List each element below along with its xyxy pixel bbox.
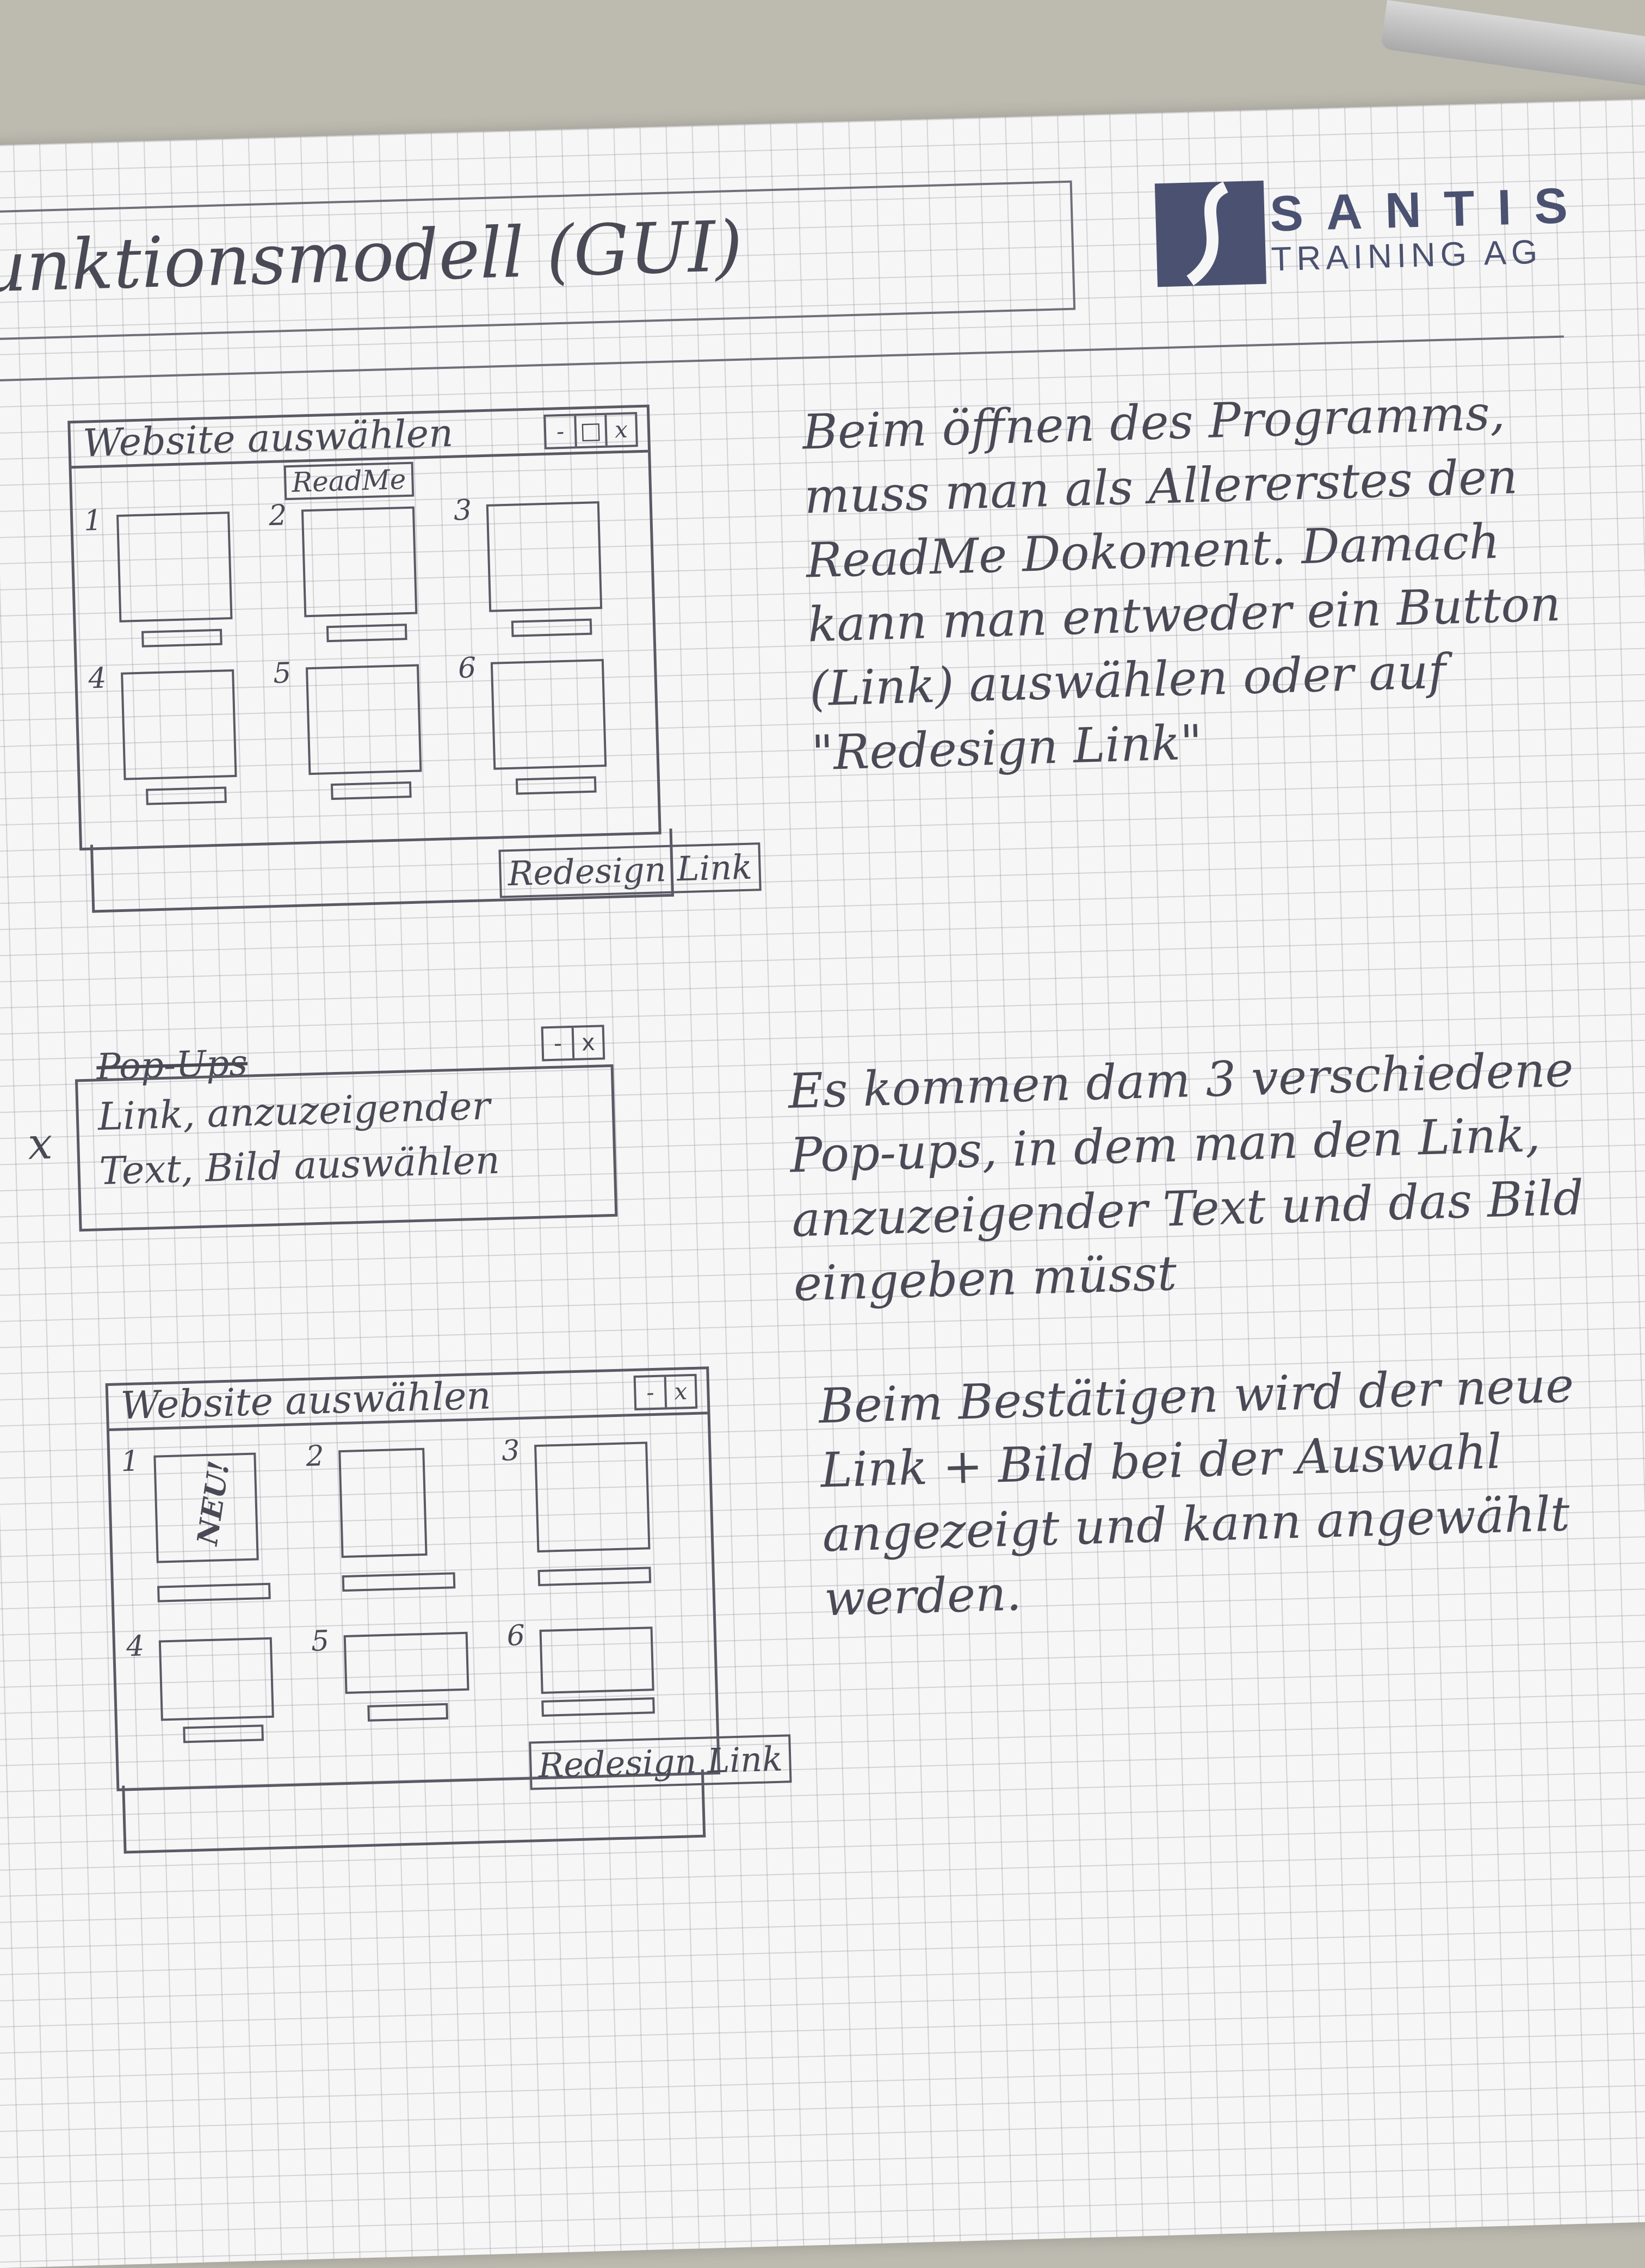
slot-number: 6 <box>457 651 477 685</box>
slot-3: 3 <box>453 490 620 637</box>
readme-button: ReadMe <box>283 461 415 501</box>
slot-5: 5 <box>273 653 440 800</box>
minimize-icon: - <box>553 1030 562 1057</box>
slot-button <box>537 1567 652 1587</box>
minimize-icon: - <box>646 1378 655 1406</box>
window-title: Website auswählen <box>120 1373 492 1428</box>
cross-mark: x <box>27 1118 53 1169</box>
slot-button <box>541 1697 655 1717</box>
slot-image <box>534 1441 651 1553</box>
popup-controls: - x <box>541 1025 605 1062</box>
slot-button <box>141 628 222 648</box>
slot-image <box>343 1631 469 1694</box>
slot-image <box>301 506 418 618</box>
close-icon: x <box>604 414 636 446</box>
slot-button <box>146 786 227 805</box>
slot-number: 2 <box>305 1439 325 1473</box>
note-confirm: Beim Bestätigen wird der neue Link + Bil… <box>818 1357 1575 1627</box>
note-open-program: Beim öffnen des Programms, muss man als … <box>801 384 1562 781</box>
slot-number: 5 <box>273 657 292 690</box>
redesign-link-button: Redesign Link <box>498 842 762 898</box>
slot-2: 2 <box>306 1436 473 1604</box>
paper-sheet: unktionsmodell (GUI) SANTIS TRAINING AG … <box>0 97 1645 2268</box>
slot-button <box>157 1582 271 1603</box>
slot-number: 4 <box>126 1630 145 1663</box>
slot-button <box>326 624 407 643</box>
minimize-icon: - <box>556 417 565 445</box>
slot-4: 4 <box>126 1626 293 1772</box>
close-icon: x <box>664 1376 696 1408</box>
slot-number: 3 <box>501 1434 521 1468</box>
slot-image <box>490 659 607 770</box>
logo-name: SANTIS <box>1269 177 1591 242</box>
redesign-link-button: Redesign Link <box>529 1734 792 1790</box>
slot-button <box>183 1724 264 1743</box>
slot-image <box>158 1637 274 1721</box>
popup-body: Link, anzuzeigender Text, Bild auswählen <box>97 1083 500 1194</box>
logo-subtitle: TRAINING AG <box>1270 233 1543 279</box>
slot-image <box>305 664 422 775</box>
slot-1: 1 NEU! <box>121 1441 288 1608</box>
sketch-window-1: Website auswählen - □ x ReadMe 1 2 3 4 5 <box>67 404 661 851</box>
slot-button <box>511 618 592 637</box>
slot-button <box>342 1572 456 1592</box>
slot-number: 4 <box>88 662 107 695</box>
slot-number: 1 <box>83 504 103 538</box>
slot-3: 3 <box>501 1430 669 1598</box>
window-title: Website auswählen <box>82 410 454 466</box>
slot-number: 3 <box>453 494 472 527</box>
slot-image <box>486 501 603 612</box>
desk-object <box>1380 0 1645 88</box>
slot-button <box>367 1703 449 1722</box>
slot-button <box>330 781 412 800</box>
slot-2: 2 <box>268 495 435 643</box>
slot-image <box>338 1447 428 1558</box>
slot-image <box>539 1626 654 1694</box>
maximize-icon: □ <box>574 415 605 447</box>
slot-button <box>515 776 597 795</box>
slot-4: 4 <box>88 658 255 805</box>
close-icon: x <box>571 1027 603 1058</box>
slot-1: 1 <box>83 500 250 648</box>
slot-number: 1 <box>120 1445 140 1478</box>
slot-number: 2 <box>268 499 288 533</box>
slot-number: 6 <box>506 1619 525 1653</box>
santis-logo-icon <box>1154 180 1266 287</box>
note-popups: Es kommen dam 3 verschiedene Pop-ups, in… <box>787 1041 1585 1312</box>
slot-image <box>121 669 237 780</box>
slot-number: 5 <box>311 1624 330 1658</box>
slot-image <box>116 511 233 623</box>
window-controls: - □ x <box>543 412 638 449</box>
sketch-window-2: Website auswählen - x 1 NEU! 2 3 4 <box>105 1366 721 1791</box>
slot-6: 6 <box>457 648 624 795</box>
window-controls: - x <box>633 1373 698 1410</box>
slot-5: 5 <box>311 1620 478 1766</box>
